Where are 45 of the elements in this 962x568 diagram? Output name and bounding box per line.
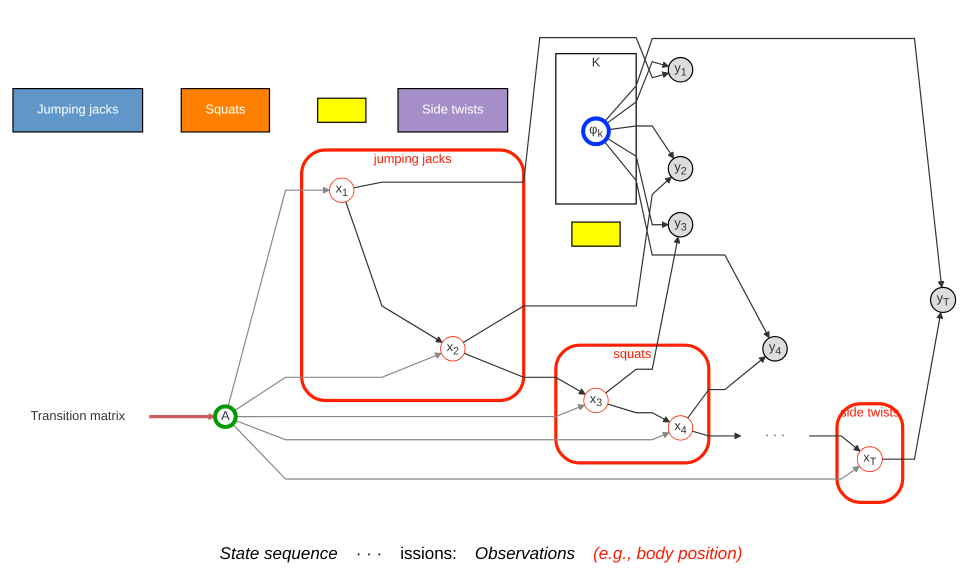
arrow <box>345 202 443 343</box>
node-text: · · · <box>765 428 786 442</box>
node-circle: y$_{3}$ <box>668 212 694 238</box>
arrow <box>606 60 670 124</box>
caption-text: (e.g., body position) <box>593 544 742 564</box>
arrow <box>809 435 860 452</box>
arrow <box>232 424 860 480</box>
node-circle: x$_{3}$ <box>583 388 609 414</box>
caption-text: · · · <box>356 544 382 564</box>
node-box: Squats <box>180 88 270 133</box>
arrow <box>234 352 442 412</box>
arrow <box>234 420 670 440</box>
node-circle: φ$_{k}$ <box>581 116 611 146</box>
arrow <box>149 413 216 420</box>
arrow <box>882 312 944 460</box>
node-circle: x$_{T}$ <box>856 446 883 472</box>
heading-fragment: issions: <box>400 544 457 564</box>
node-box: Side twists <box>397 88 508 133</box>
arrow <box>605 236 680 394</box>
node-circle: A <box>213 404 238 429</box>
node-circle: x$_{2}$ <box>440 336 466 362</box>
arrow <box>608 403 670 422</box>
node-box <box>571 221 621 247</box>
caption-text: State sequence <box>220 544 338 564</box>
arrow <box>687 356 766 418</box>
arrow <box>227 186 330 407</box>
caption-text: Observations <box>474 544 576 564</box>
arrow <box>604 38 945 288</box>
arrow <box>692 430 742 440</box>
node-circle: x$_{4}$ <box>668 415 694 440</box>
arrow <box>464 352 586 395</box>
arrow <box>236 404 585 418</box>
node-circle: y$_{4}$ <box>762 336 788 362</box>
node-circle: y$_{2}$ <box>668 156 694 182</box>
node-circle: y$_{T}$ <box>930 286 956 314</box>
node-box <box>317 98 366 123</box>
arrow <box>462 176 672 343</box>
arrow <box>608 125 674 159</box>
node-circle: y$_{1}$ <box>668 56 694 83</box>
node-text: Transition matrix <box>30 409 126 424</box>
arrow <box>606 138 669 228</box>
node-circle: x$_{1}$ <box>329 178 354 203</box>
arrow <box>354 37 670 188</box>
node-box: Jumping jacks <box>12 88 144 133</box>
arrow <box>604 140 770 338</box>
